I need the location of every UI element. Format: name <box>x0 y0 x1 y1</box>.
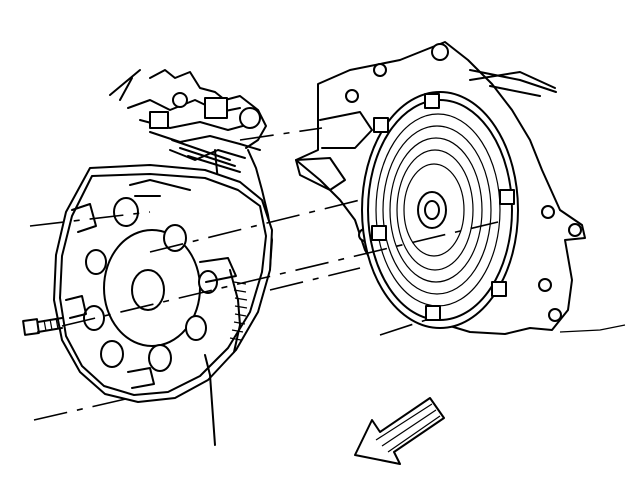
bolt <box>22 317 63 336</box>
flexplate <box>53 164 273 446</box>
direction-arrow <box>354 397 445 465</box>
torque-converter <box>361 91 519 329</box>
alignment-lines <box>29 127 499 421</box>
